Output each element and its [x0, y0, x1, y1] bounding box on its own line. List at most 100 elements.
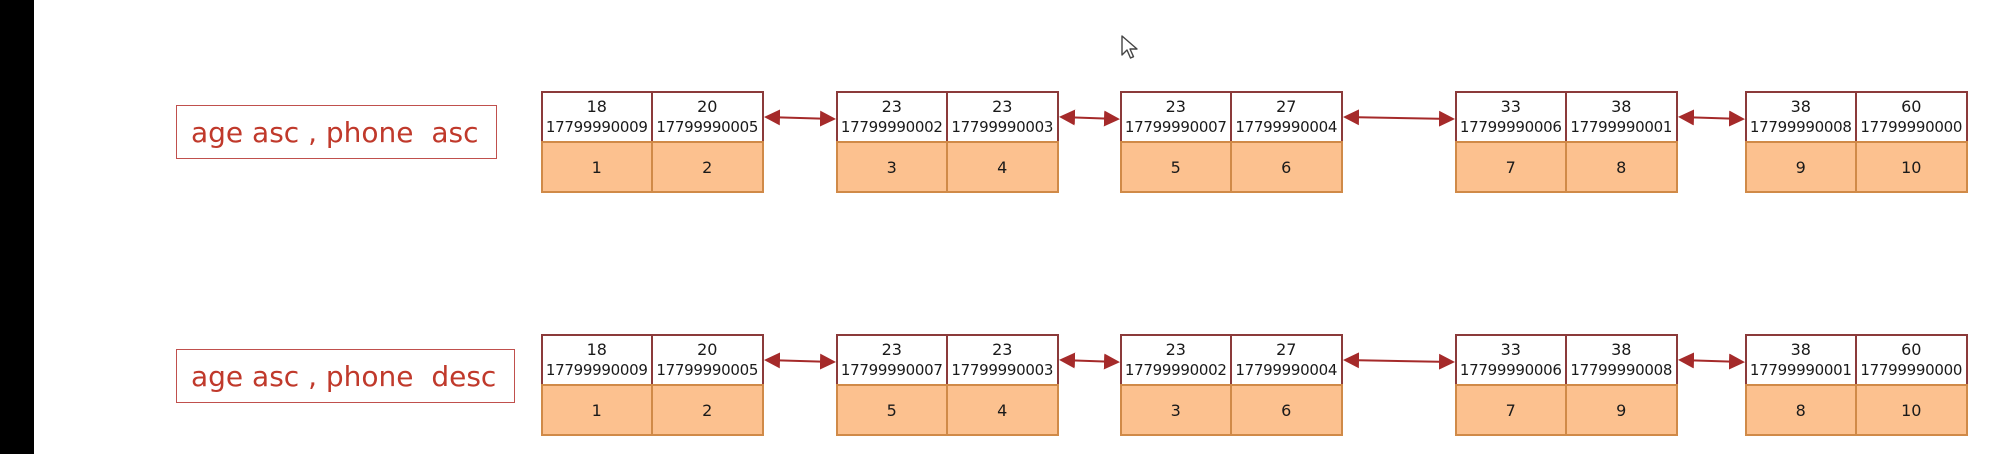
phone-value: 17799990003: [951, 361, 1054, 379]
leaf-node: 23 17799990007 5 23 17799990003 4: [836, 334, 1059, 436]
phone-value: 17799990000: [1860, 361, 1963, 379]
primary-key-cell: 8: [1745, 384, 1857, 436]
primary-key-cell: 2: [650, 141, 764, 193]
index-key-cell: 27 17799990004: [1229, 91, 1343, 143]
age-value: 23: [881, 97, 902, 116]
age-value: 33: [1500, 97, 1521, 116]
primary-key-cell: 1: [541, 141, 653, 193]
primary-key-cell: 9: [1564, 384, 1678, 436]
leaf-link-arrow: [1343, 352, 1455, 370]
age-value: 20: [697, 97, 718, 116]
phone-value: 17799990005: [656, 361, 759, 379]
index-key-cell: 38 17799990001: [1745, 334, 1857, 386]
age-value: 60: [1901, 97, 1922, 116]
leaf-link-arrow: [764, 109, 836, 127]
phone-value: 17799990005: [656, 118, 759, 136]
index-key-cell: 38 17799990008: [1564, 334, 1678, 386]
phone-value: 17799990006: [1459, 118, 1562, 136]
age-value: 60: [1901, 340, 1922, 359]
phone-value: 17799990001: [1749, 361, 1852, 379]
primary-key-cell: 5: [1120, 141, 1232, 193]
age-value: 23: [1165, 340, 1186, 359]
index-key-cell: 33 17799990006: [1455, 334, 1567, 386]
age-value: 27: [1276, 97, 1297, 116]
primary-key-cell: 4: [945, 141, 1059, 193]
phone-value: 17799990001: [1570, 118, 1673, 136]
age-value: 18: [586, 340, 607, 359]
leaf-node: 38 17799990001 8 60 17799990000 10: [1745, 334, 1968, 436]
phone-value: 17799990007: [840, 361, 943, 379]
leaf-node: 23 17799990007 5 27 17799990004 6: [1120, 91, 1343, 193]
left-black-bar: [0, 0, 34, 454]
index-key-cell: 18 17799990009: [541, 91, 653, 143]
index-key-cell: 27 17799990004: [1229, 334, 1343, 386]
index-key-cell: 23 17799990002: [836, 91, 948, 143]
phone-value: 17799990002: [840, 118, 943, 136]
age-value: 23: [992, 340, 1013, 359]
phone-value: 17799990009: [545, 361, 648, 379]
leaf-node: 18 17799990009 1 20 17799990005 2: [541, 91, 764, 193]
phone-value: 17799990006: [1459, 361, 1562, 379]
leaf-link-arrow: [1343, 109, 1455, 127]
primary-key-cell: 7: [1455, 141, 1567, 193]
leaf-link-arrow: [1678, 109, 1745, 127]
phone-value: 17799990002: [1124, 361, 1227, 379]
primary-key-cell: 10: [1854, 141, 1968, 193]
leaf-link-arrow: [1678, 352, 1745, 370]
primary-key-cell: 3: [836, 141, 948, 193]
primary-key-cell: 5: [836, 384, 948, 436]
leaf-link-arrow: [764, 352, 836, 370]
index-key-cell: 38 17799990008: [1745, 91, 1857, 143]
age-value: 23: [1165, 97, 1186, 116]
index-key-cell: 33 17799990006: [1455, 91, 1567, 143]
age-value: 38: [1790, 97, 1811, 116]
primary-key-cell: 6: [1229, 141, 1343, 193]
primary-key-cell: 6: [1229, 384, 1343, 436]
row-label-2: age asc , phone desc: [176, 349, 515, 403]
primary-key-cell: 9: [1745, 141, 1857, 193]
leaf-link-arrow: [1059, 109, 1120, 127]
age-value: 20: [697, 340, 718, 359]
primary-key-cell: 10: [1854, 384, 1968, 436]
index-key-cell: 60 17799990000: [1854, 334, 1968, 386]
age-value: 33: [1500, 340, 1521, 359]
phone-value: 17799990004: [1235, 361, 1338, 379]
index-key-cell: 23 17799990002: [1120, 334, 1232, 386]
age-value: 23: [881, 340, 902, 359]
index-key-cell: 23 17799990003: [945, 91, 1059, 143]
age-value: 27: [1276, 340, 1297, 359]
phone-value: 17799990008: [1749, 118, 1852, 136]
leaf-node: 38 17799990008 9 60 17799990000 10: [1745, 91, 1968, 193]
leaf-link-arrow: [1059, 352, 1120, 370]
index-key-cell: 20 17799990005: [650, 334, 764, 386]
phone-value: 17799990000: [1860, 118, 1963, 136]
phone-value: 17799990007: [1124, 118, 1227, 136]
age-value: 18: [586, 97, 607, 116]
index-key-cell: 18 17799990009: [541, 334, 653, 386]
index-key-cell: 23 17799990007: [1120, 91, 1232, 143]
row-label-1: age asc , phone asc: [176, 105, 497, 159]
mouse-pointer-icon: [1121, 35, 1139, 65]
index-key-cell: 23 17799990007: [836, 334, 948, 386]
primary-key-cell: 8: [1564, 141, 1678, 193]
primary-key-cell: 1: [541, 384, 653, 436]
phone-value: 17799990009: [545, 118, 648, 136]
phone-value: 17799990003: [951, 118, 1054, 136]
index-key-cell: 20 17799990005: [650, 91, 764, 143]
primary-key-cell: 3: [1120, 384, 1232, 436]
age-value: 23: [992, 97, 1013, 116]
leaf-node: 23 17799990002 3 23 17799990003 4: [836, 91, 1059, 193]
leaf-node: 33 17799990006 7 38 17799990008 9: [1455, 334, 1678, 436]
phone-value: 17799990004: [1235, 118, 1338, 136]
primary-key-cell: 4: [945, 384, 1059, 436]
primary-key-cell: 7: [1455, 384, 1567, 436]
index-key-cell: 60 17799990000: [1854, 91, 1968, 143]
leaf-node: 23 17799990002 3 27 17799990004 6: [1120, 334, 1343, 436]
age-value: 38: [1611, 340, 1632, 359]
phone-value: 17799990008: [1570, 361, 1673, 379]
age-value: 38: [1790, 340, 1811, 359]
